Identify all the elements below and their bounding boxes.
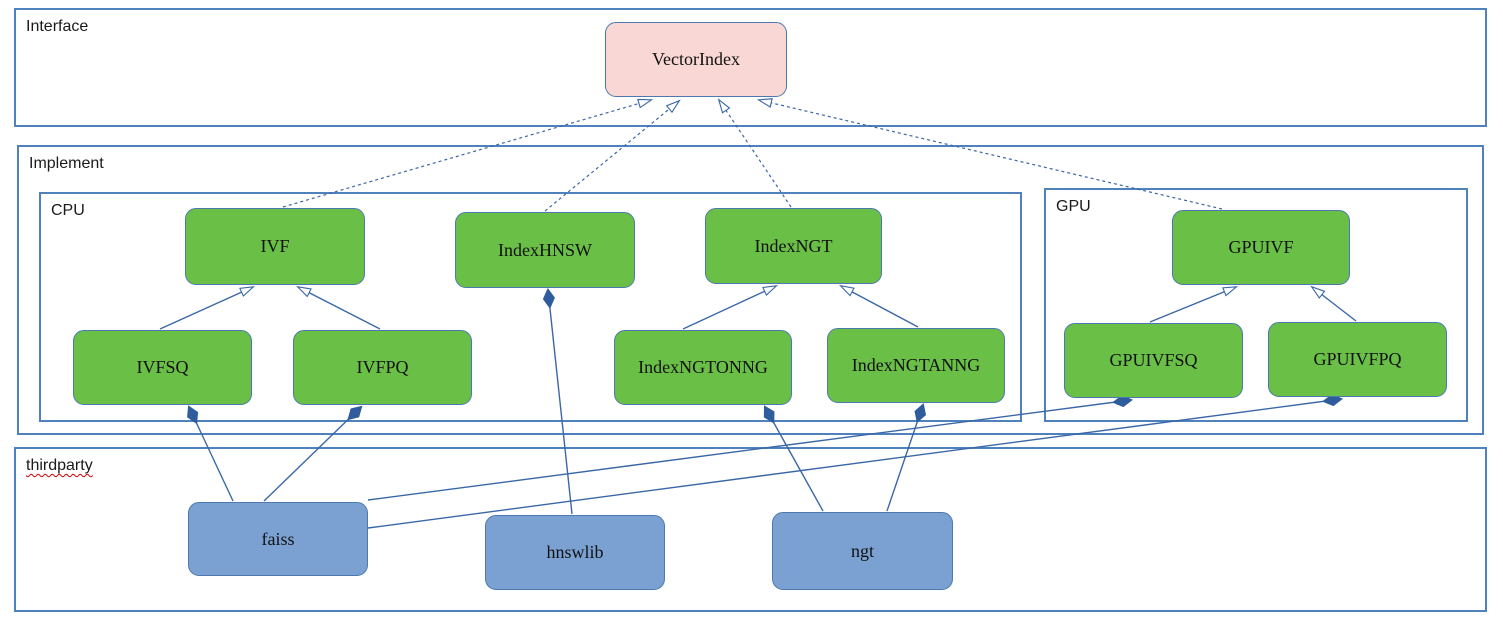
node-label-indexngtanng: IndexNGTANNG bbox=[851, 355, 981, 375]
node-label-gpuivfsq: GPUIVFSQ bbox=[1109, 350, 1198, 370]
node-hnswlib: hnswlib bbox=[485, 515, 665, 590]
edge-ivfpq-to-ivf bbox=[295, 285, 381, 330]
edge-ivfsq-to-ivf bbox=[159, 286, 256, 330]
edge-hnswlib-to-indexhnsw bbox=[542, 288, 573, 515]
container-label-interface: Interface bbox=[26, 18, 89, 35]
node-label-indexngt: IndexNGT bbox=[754, 235, 833, 256]
node-label-vectorindex: VectorIndex bbox=[652, 49, 740, 69]
container-label-cpu: CPU bbox=[51, 202, 85, 219]
container-interface: Interface bbox=[14, 8, 1487, 127]
node-ngt: ngt bbox=[772, 512, 953, 590]
node-label-faiss: faiss bbox=[261, 528, 295, 549]
node-label-hnswlib: hnswlib bbox=[546, 542, 604, 562]
node-indexhnsw: IndexHNSW bbox=[455, 212, 635, 288]
container-label-gpu: GPU bbox=[1056, 198, 1091, 215]
node-label-indexhnsw: IndexHNSW bbox=[498, 239, 592, 260]
container-cpu: CPU bbox=[39, 192, 1022, 422]
node-label-ivf: IVF bbox=[260, 236, 290, 256]
node-label-indexngtonng: IndexNGTONNG bbox=[638, 357, 768, 377]
node-label-ivfsq: IVFSQ bbox=[136, 357, 189, 377]
node-label-gpuivfpq: GPUIVFPQ bbox=[1313, 349, 1402, 369]
node-ivfsq: IVFSQ bbox=[73, 330, 252, 405]
edge-indexhnsw-to-vectorindex bbox=[544, 99, 681, 212]
edge-ivf-to-vectorindex bbox=[282, 98, 654, 208]
edge-indexngtonng-to-indexngt bbox=[682, 285, 779, 330]
edge-indexngt-to-vectorindex bbox=[717, 98, 792, 208]
node-indexngtanng: IndexNGTANNG bbox=[827, 328, 1005, 403]
node-gpuivfsq: GPUIVFSQ bbox=[1064, 323, 1243, 398]
container-label-thirdparty: thirdparty bbox=[26, 457, 93, 474]
container-label-implement: Implement bbox=[29, 155, 104, 172]
container-thirdparty: thirdparty bbox=[14, 447, 1487, 612]
node-gpuivfpq: GPUIVFPQ bbox=[1268, 322, 1447, 397]
edge-gpuivfpq-to-gpuivf bbox=[1310, 285, 1357, 322]
node-faiss: faiss bbox=[188, 502, 368, 576]
node-vectorindex: VectorIndex bbox=[605, 22, 787, 97]
edge-gpuivf-to-vectorindex bbox=[756, 98, 1223, 210]
node-ivfpq: IVFPQ bbox=[293, 330, 472, 405]
node-gpuivf: GPUIVF bbox=[1172, 210, 1350, 285]
edge-ngt-to-indexngtonng bbox=[763, 405, 824, 512]
node-label-ivfpq: IVFPQ bbox=[356, 357, 409, 377]
edge-faiss-to-gpuivfpq bbox=[367, 394, 1343, 529]
edge-faiss-to-ivfsq bbox=[187, 405, 234, 502]
edge-faiss-to-ivfpq bbox=[263, 405, 363, 502]
node-label-gpuivf: GPUIVF bbox=[1228, 237, 1294, 257]
edge-ngt-to-indexngtanng bbox=[886, 403, 927, 512]
node-ivf: IVF bbox=[185, 208, 365, 285]
edge-faiss-to-gpuivfsq bbox=[367, 395, 1133, 501]
container-gpu: GPU bbox=[1044, 188, 1468, 422]
edge-indexngtanng-to-indexngt bbox=[838, 284, 919, 328]
node-indexngt: IndexNGT bbox=[705, 208, 882, 284]
node-indexngtonng: IndexNGTONNG bbox=[614, 330, 792, 405]
edge-gpuivfsq-to-gpuivf bbox=[1149, 286, 1239, 323]
node-label-ngt: ngt bbox=[850, 540, 874, 561]
